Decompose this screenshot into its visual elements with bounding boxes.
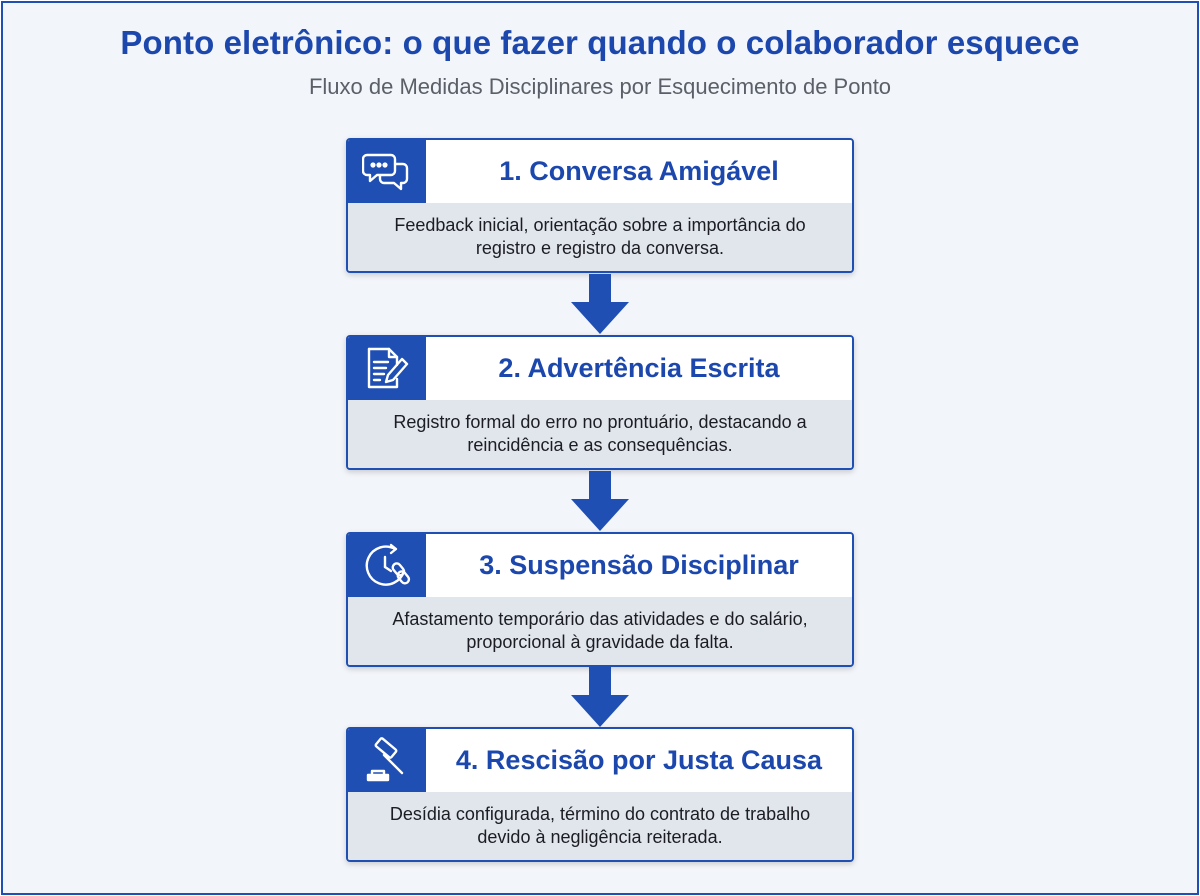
step-description-line: proporcional à gravidade da falta.: [466, 632, 734, 652]
step-icon-box: [348, 729, 426, 792]
step-title: 4. Rescisão por Justa Causa: [455, 745, 823, 775]
step-card-4: 4. Rescisão por Justa Causa Desídia conf…: [346, 727, 854, 862]
step-card-1: 1. Conversa Amigável Feedback inicial, o…: [346, 138, 854, 273]
step-icon-box: [348, 337, 426, 400]
step-header: 4. Rescisão por Justa Causa: [348, 729, 852, 792]
step-title: 1. Conversa Amigável: [499, 156, 779, 186]
step-description: Feedback inicial, orientação sobre a imp…: [348, 203, 852, 271]
step-icon-box: [348, 140, 426, 203]
step-description: Registro formal do erro no prontuário, d…: [348, 400, 852, 468]
step-description-line: devido à negligência reiterada.: [477, 827, 723, 847]
step-description: Desídia configurada, término do contrato…: [348, 792, 852, 860]
step-icon-box: [348, 534, 426, 597]
step-header: 3. Suspensão Disciplinar: [348, 534, 852, 597]
step-card-3: 3. Suspensão Disciplinar Afastamento tem…: [346, 532, 854, 667]
page-title: Ponto eletrônico: o que fazer quando o c…: [120, 24, 1080, 61]
document-pen-icon: [367, 347, 409, 388]
step-header: 2. Advertência Escrita: [348, 337, 852, 400]
step-title: 3. Suspensão Disciplinar: [479, 550, 799, 580]
clock-broken-chain-icon: [365, 543, 411, 586]
step-description-line: Feedback inicial, orientação sobre a imp…: [394, 215, 806, 235]
step-title: 2. Advertência Escrita: [498, 353, 780, 383]
down-arrow-icon: [571, 471, 629, 531]
step-description: Afastamento temporário das atividades e …: [348, 597, 852, 665]
down-arrow-icon: [571, 667, 629, 727]
step-description-line: Afastamento temporário das atividades e …: [392, 609, 808, 629]
gavel-icon: [366, 736, 404, 781]
page-subtitle: Fluxo de Medidas Disciplinares por Esque…: [308, 74, 892, 99]
down-arrow-icon: [571, 274, 629, 334]
step-description-line: registro e registro da conversa.: [475, 238, 725, 258]
step-card-2: 2. Advertência Escrita Registro formal d…: [346, 335, 854, 470]
step-header: 1. Conversa Amigável: [348, 140, 852, 203]
chat-bubbles-icon: [362, 153, 409, 190]
step-description-line: Desídia configurada, término do contrato…: [389, 804, 811, 824]
step-description-line: reincidência e as consequências.: [467, 435, 733, 455]
step-description-line: Registro formal do erro no prontuário, d…: [393, 412, 807, 432]
